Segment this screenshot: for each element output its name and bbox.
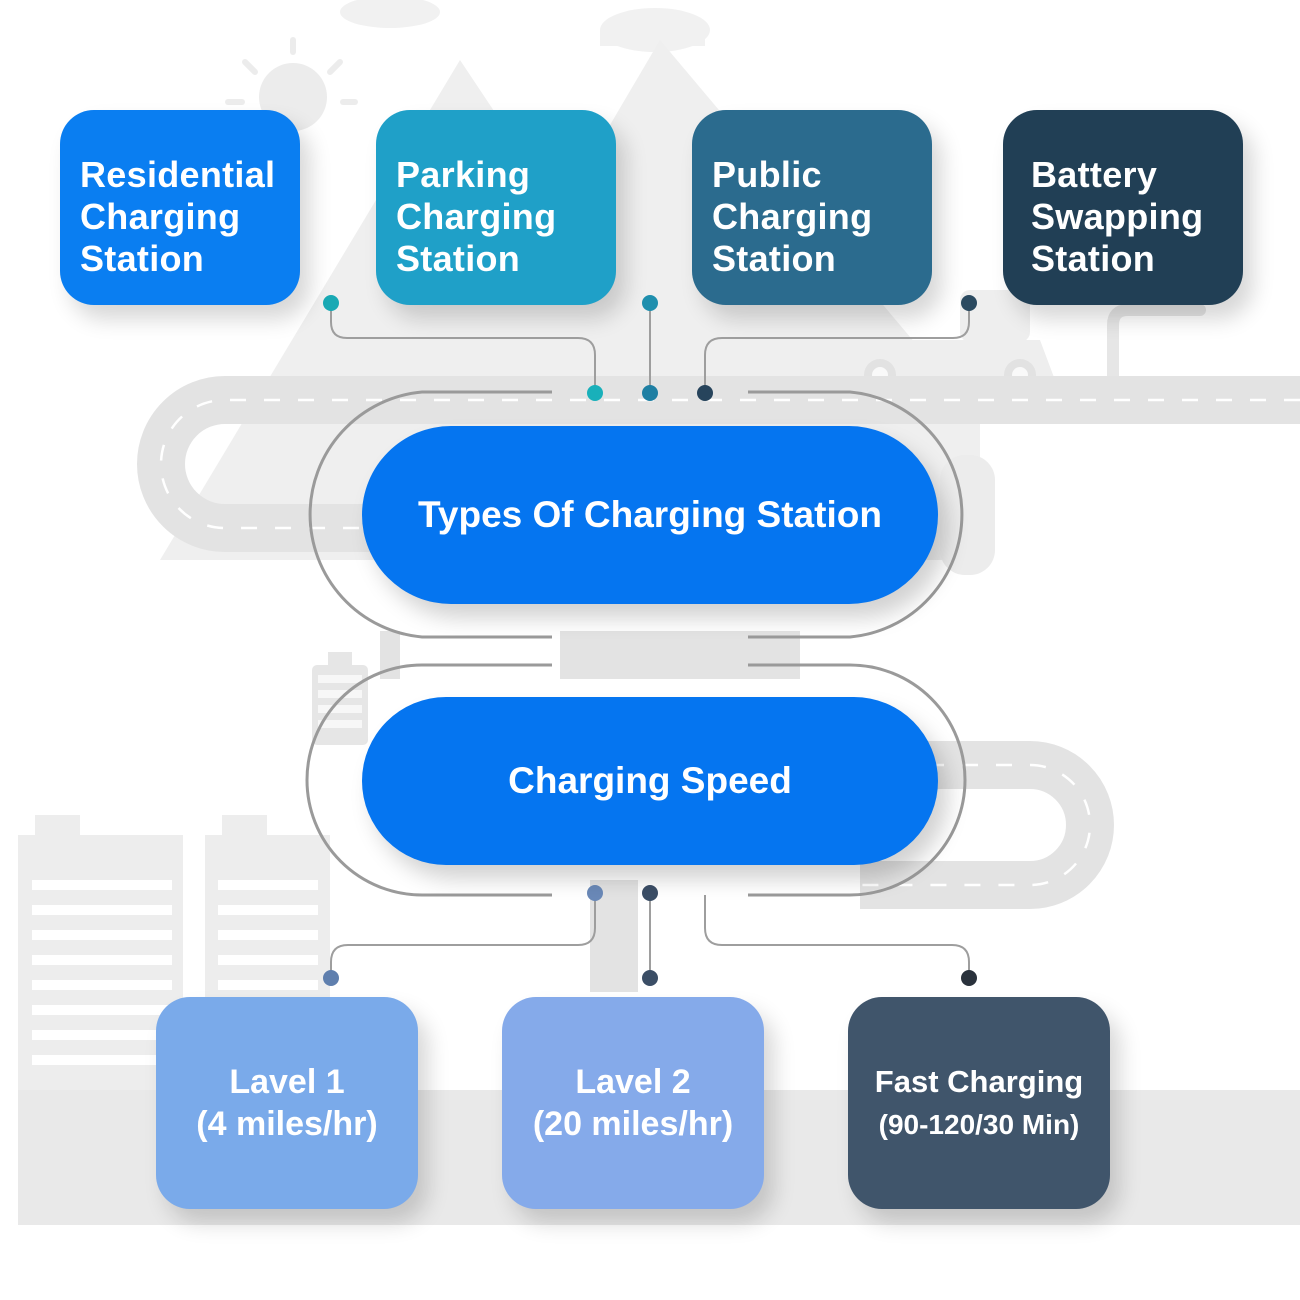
connector-dots	[323, 295, 977, 986]
fast-charging-sublabel: (90-120/30 Min)	[878, 1108, 1080, 1140]
level-1-label: Lavel 1 (4 miles/hr)	[196, 1063, 378, 1143]
battery-swapping-station-label: Battery Swapping Station	[1031, 154, 1204, 279]
level-2-label: Lavel 2 (20 miles/hr)	[532, 1063, 734, 1143]
residential-station-label: Residential Charging Station	[80, 154, 276, 279]
road-shape	[137, 376, 1300, 992]
charging-speed-pill: Charging Speed	[362, 697, 938, 865]
battery-swapping-station-box: Battery Swapping Station	[1003, 110, 1243, 305]
fast-charging-label: Fast Charging	[874, 1063, 1084, 1099]
level-1-box: Lavel 1 (4 miles/hr)	[156, 997, 418, 1209]
level-2-box: Lavel 2 (20 miles/hr)	[502, 997, 764, 1209]
track-outline	[305, 390, 967, 897]
charger-post-icon	[1107, 304, 1206, 386]
cloud-icon	[340, 0, 710, 52]
parking-station-label: Parking Charging Station	[396, 154, 557, 279]
types-of-charging-station-pill: Types Of Charging Station	[362, 426, 938, 604]
public-station-label: Public Charging Station	[712, 154, 873, 279]
connector-lines	[330, 303, 970, 978]
center-title: Types Of Charging Station	[418, 494, 882, 535]
public-station-box: Public Charging Station	[692, 110, 932, 305]
residential-station-box: Residential Charging Station	[60, 110, 300, 305]
fast-charging-box: Fast Charging (90-120/30 Min)	[848, 997, 1110, 1209]
parking-station-box: Parking Charging Station	[376, 110, 616, 305]
center-subtitle: Charging Speed	[508, 760, 792, 801]
battery-icon	[312, 652, 368, 745]
fast-charging-text: Fast Charging (90-120/30 Min)	[875, 1061, 1083, 1146]
